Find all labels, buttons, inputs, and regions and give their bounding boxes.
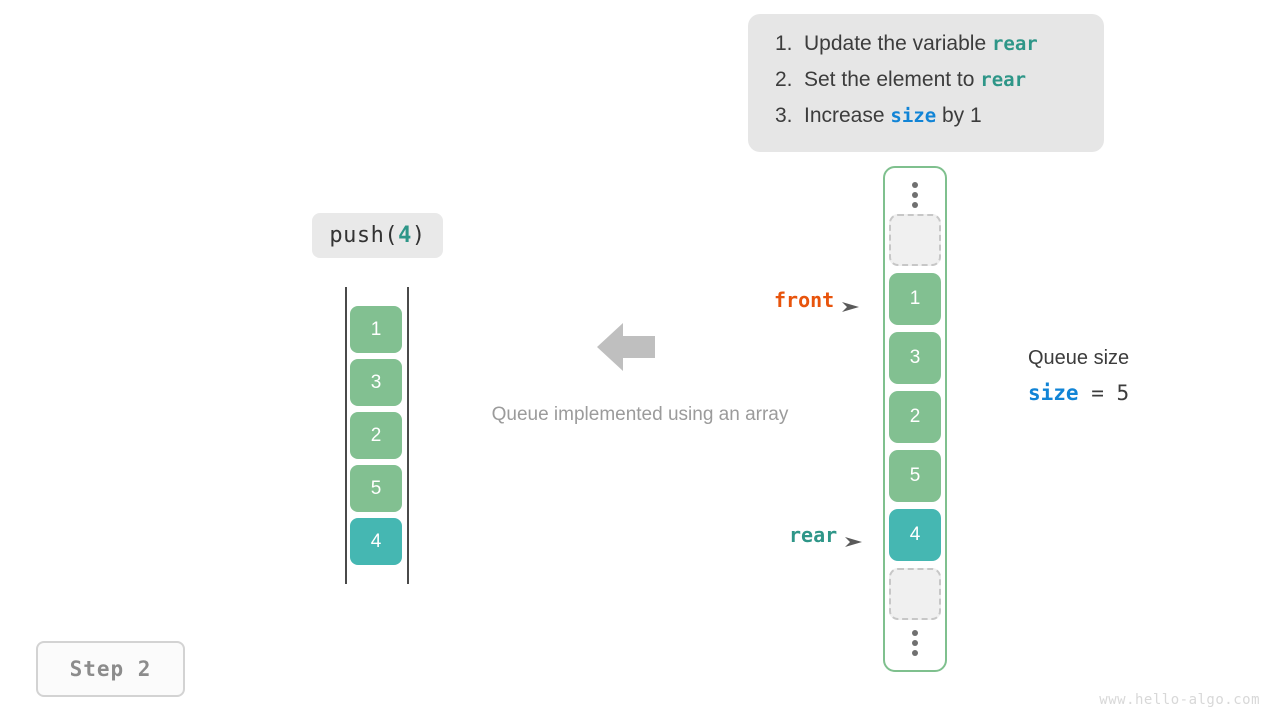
array-rail-right	[407, 287, 409, 584]
step-badge: Step 2	[36, 641, 185, 697]
rear-pointer-label: rear	[789, 523, 838, 547]
left-array-cell: 5	[350, 465, 402, 512]
instruction-number: 1.	[775, 32, 793, 55]
instruction-item-3: 3. Increase size by 1	[766, 104, 1084, 140]
queue-size-block: Queue size size = 5	[1028, 343, 1248, 405]
queue-cell-empty	[889, 568, 941, 620]
instruction-keyword-rear: rear	[991, 33, 1038, 55]
operation-close-paren: )	[411, 223, 426, 248]
instruction-number: 2.	[775, 68, 793, 91]
front-pointer: front	[774, 288, 860, 312]
queue-cell: 5	[889, 450, 941, 502]
queue-size-expression: size = 5	[1028, 381, 1248, 405]
pointer-arrow-icon	[845, 529, 863, 547]
pointer-arrow-icon	[842, 294, 860, 312]
instruction-number: 3.	[775, 104, 793, 127]
size-operator: =	[1078, 381, 1117, 405]
left-array-cell: 1	[350, 306, 402, 353]
left-array: 1 3 2 5 4	[345, 287, 409, 584]
operation-argument: 4	[398, 223, 412, 248]
left-array-cell: 4	[350, 518, 402, 565]
ellipsis-bottom-icon	[912, 630, 918, 656]
queue-cell: 1	[889, 273, 941, 325]
left-array-cells: 1 3 2 5 4	[350, 306, 402, 571]
queue-cell-new: 4	[889, 509, 941, 561]
instruction-keyword-rear: rear	[980, 69, 1027, 91]
operation-name: push(	[329, 223, 399, 248]
ellipsis-top-icon	[912, 182, 918, 208]
size-value: 5	[1116, 381, 1130, 405]
instruction-panel: 1. Update the variable rear 2. Set the e…	[748, 14, 1104, 152]
queue-container: 1 3 2 5 4	[883, 166, 947, 672]
size-variable: size	[1028, 381, 1079, 405]
diagram-caption: Queue implemented using an array	[491, 404, 789, 425]
instruction-item-1: 1. Update the variable rear	[766, 32, 1084, 68]
left-array-cell: 2	[350, 412, 402, 459]
queue-size-title: Queue size	[1028, 347, 1130, 369]
queue-cells: 1 3 2 5 4	[889, 214, 941, 627]
instruction-text: Set the element to	[804, 68, 981, 91]
instruction-text: Update the variable	[804, 32, 992, 55]
queue-cell: 3	[889, 332, 941, 384]
instruction-keyword-size: size	[890, 105, 937, 127]
left-arrow-icon	[597, 322, 655, 372]
rear-pointer: rear	[789, 523, 863, 547]
watermark: www.hello-algo.com	[1099, 692, 1260, 708]
instruction-text: Increase	[804, 104, 891, 127]
instruction-text-post: by 1	[936, 104, 982, 127]
operation-badge: push(4)	[312, 213, 443, 258]
instruction-item-2: 2. Set the element to rear	[766, 68, 1084, 104]
left-array-cell: 3	[350, 359, 402, 406]
queue-cell-empty	[889, 214, 941, 266]
queue-cell: 2	[889, 391, 941, 443]
front-pointer-label: front	[774, 288, 835, 312]
array-rail-left	[345, 287, 347, 584]
